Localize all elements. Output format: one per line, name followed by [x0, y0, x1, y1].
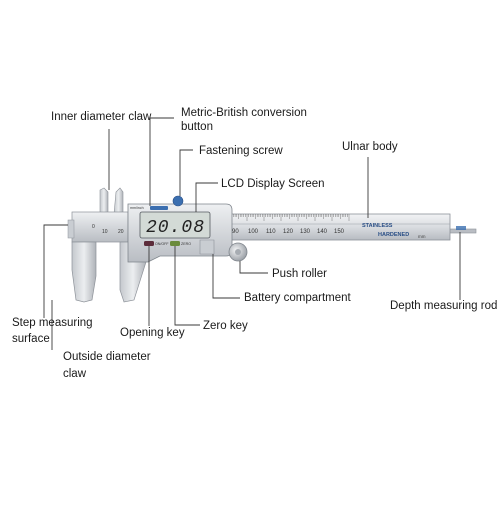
beam-marking-stainless: STAINLESS — [362, 223, 393, 229]
button-label: ON/OFF — [155, 242, 169, 246]
label-ulnar-body: Ulnar body — [342, 141, 398, 153]
scale-number: 150 — [334, 229, 345, 235]
beam-scale — [229, 214, 350, 221]
label-fastening-screw: Fastening screw — [199, 145, 283, 157]
label-zero-key: Zero key — [203, 320, 248, 332]
scale-number: 120 — [283, 229, 294, 235]
outside-diameter-claw — [71, 241, 97, 303]
leader-lcd-display — [195, 182, 218, 212]
beam-unit-mm: mm — [418, 234, 426, 239]
label-inner-diameter-claw: Inner diameter claw — [51, 111, 152, 123]
beam-scale-numbers: 90 100 110 120 130 140 150 — [232, 229, 345, 235]
button-label: mm/inch — [130, 206, 144, 210]
fastening-screw — [172, 195, 184, 207]
metric-british-conversion-button — [150, 206, 168, 210]
lcd-display-screen — [139, 211, 211, 239]
label-push-roller: Push roller — [272, 268, 327, 280]
label-lcd-display-screen: LCD Display Screen — [221, 178, 325, 190]
label-step-measuring-surface: Step measuring surface — [12, 317, 93, 345]
head-scale-number: 20 — [118, 229, 124, 235]
opening-key — [144, 241, 154, 246]
leader-metric-button — [149, 117, 174, 206]
battery-compartment — [199, 239, 215, 255]
leader-lines — [43, 117, 461, 350]
label-metric-british-conversion-button: Metric-British conversion button — [181, 107, 307, 133]
scale-number: 110 — [266, 229, 276, 235]
scale-number: 140 — [317, 229, 328, 235]
leader-zero-key — [174, 246, 200, 326]
head-scale-number: 0 — [92, 224, 95, 230]
label-battery-compartment: Battery compartment — [244, 292, 351, 304]
leader-battery — [212, 254, 240, 299]
leader-push-roller — [239, 261, 268, 274]
label-outside-diameter-claw: Outside diameter claw — [63, 351, 151, 380]
label-depth-measuring-rod: Depth measuring rod — [390, 300, 498, 312]
head-scale-number: 10 — [102, 229, 108, 235]
beam-marking-hardened: HARDENED — [378, 232, 409, 238]
scale-number: 100 — [248, 229, 259, 235]
leader-fastening-screw — [179, 149, 193, 196]
label-opening-key: Opening key — [120, 327, 185, 339]
inner-diameter-claw — [99, 187, 109, 215]
zero-key — [170, 241, 180, 246]
lcd-reading: 20.08 — [146, 218, 204, 238]
leader-step-surface — [43, 224, 68, 318]
scale-number: 90 — [232, 229, 239, 235]
scale-number: 130 — [300, 229, 311, 235]
button-label: ZERO — [181, 242, 191, 246]
